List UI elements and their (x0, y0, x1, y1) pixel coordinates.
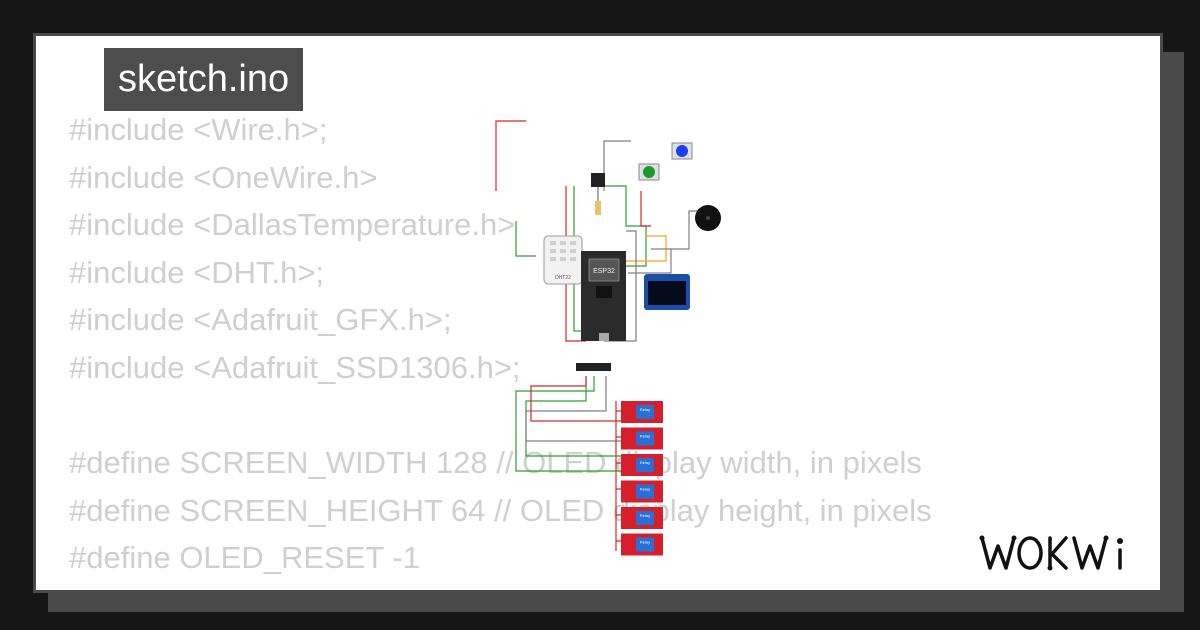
code-line: #include <Adafruit_GFX.h>; (69, 302, 452, 338)
temperature-sensor-icon (591, 173, 605, 215)
esp32-label: ESP32 (593, 268, 615, 275)
wokwi-logo-icon (979, 535, 1123, 571)
relay-module: Relay (621, 454, 663, 476)
code-line: #include <DHT.h>; (69, 254, 325, 290)
relay-module: Relay (621, 427, 663, 450)
relay-label: Relay (640, 460, 650, 465)
wire (596, 185, 647, 267)
relay-label: Relay (640, 540, 650, 545)
wire (495, 120, 526, 191)
blue-button-icon (671, 142, 693, 160)
preview-card: #include <Wire.h>; #include <OneWire.h> #i… (33, 33, 1163, 593)
relay-module: Relay (621, 401, 663, 423)
relay-label: Relay (640, 513, 650, 518)
code-line: #include <Wire.h>; (69, 112, 328, 147)
wire (525, 376, 621, 442)
wire (525, 376, 621, 457)
circuit-diagram: DHT22 ESP32 (495, 120, 721, 556)
file-tab-label: sketch.ino (118, 58, 290, 100)
dht-label: DHT22 (555, 275, 571, 281)
buzzer-icon (695, 205, 721, 231)
oled-display (644, 274, 690, 310)
wire (640, 191, 651, 227)
wire (628, 248, 672, 274)
relay-module: Relay (621, 507, 663, 529)
wire (603, 140, 631, 191)
wire (530, 376, 621, 422)
pin-header (576, 363, 611, 371)
relay-label: Relay (640, 487, 650, 492)
esp32-board: ESP32 (581, 251, 626, 341)
wire (515, 221, 536, 257)
relay-module: Relay (621, 533, 663, 556)
code-line: #include <DallasTemperature.h> (69, 207, 516, 243)
code-line: #define OLED_RESET -1 (69, 540, 420, 576)
code-line: #define SCREEN_WIDTH 128 // OLED display… (69, 445, 922, 481)
wire (515, 376, 621, 472)
dht-sensor: DHT22 (543, 235, 583, 285)
code-line: #include <OneWire.h> (69, 159, 378, 195)
green-button-icon (638, 163, 660, 181)
wire (615, 401, 621, 551)
relay-module: Relay (621, 480, 663, 503)
relay-label: Relay (640, 434, 650, 439)
code-line: #define SCREEN_HEIGHT 64 // OLED display… (69, 492, 932, 528)
relay-label: Relay (640, 407, 650, 412)
code-preview: #include <Wire.h>; #include <OneWire.h> #i… (69, 106, 932, 582)
file-tab: sketch.ino (104, 48, 304, 111)
code-line: #include <Adafruit_SSD1306.h>; (69, 349, 521, 385)
